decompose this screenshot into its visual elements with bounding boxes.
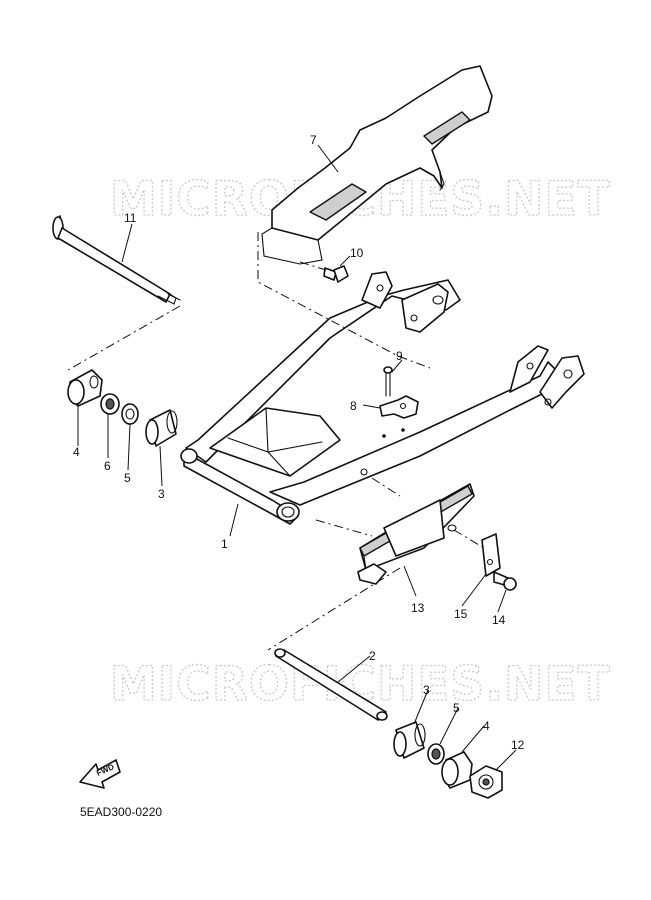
part-collar-3-upper[interactable] — [145, 409, 178, 447]
callout-5-upper: 5 — [124, 471, 131, 485]
callout-8: 8 — [350, 399, 357, 413]
part-plate-15[interactable] — [481, 533, 501, 577]
part-chain-case[interactable] — [261, 65, 493, 265]
part-swing-arm[interactable] — [180, 271, 585, 525]
part-nut-12[interactable] — [469, 765, 503, 799]
part-bracket-8[interactable] — [379, 395, 419, 419]
part-bolt-9[interactable] — [383, 366, 393, 397]
callout-1: 1 — [221, 537, 228, 551]
part-shaft-2[interactable] — [274, 648, 388, 721]
part-seal-5-upper[interactable] — [121, 403, 139, 425]
part-bolt-14[interactable] — [493, 571, 517, 591]
callout-9: 9 — [396, 349, 403, 363]
callout-4-lower: 4 — [483, 719, 490, 733]
part-seal-5-lower[interactable] — [427, 743, 445, 765]
part-collar-3-lower[interactable] — [393, 721, 426, 759]
diagram-code: 5EAD300-0220 — [80, 805, 162, 819]
callout-3-upper: 3 — [158, 487, 165, 501]
callout-5-lower: 5 — [453, 701, 460, 715]
callout-10: 10 — [350, 246, 364, 260]
callout-13: 13 — [411, 601, 425, 615]
part-bearing-housing-4-lower[interactable] — [441, 751, 473, 789]
fwd-arrow-icon: FWD — [79, 759, 121, 789]
callout-6: 6 — [104, 459, 111, 473]
part-chain-guide[interactable] — [357, 483, 475, 585]
callout-12: 12 — [511, 738, 525, 752]
part-pivot-shaft[interactable] — [52, 215, 181, 305]
part-bolt-10[interactable] — [299, 261, 349, 283]
callout-14: 14 — [492, 613, 506, 627]
part-bearing-housing-4-upper[interactable] — [67, 369, 103, 407]
part-washer-6[interactable] — [100, 393, 120, 415]
callout-7: 7 — [310, 133, 317, 147]
leader-lines — [77, 144, 517, 771]
callout-11: 11 — [124, 211, 137, 225]
callout-4-upper: 4 — [73, 445, 80, 459]
callout-2: 2 — [369, 649, 376, 663]
callout-15: 15 — [454, 607, 468, 621]
callout-3-lower: 3 — [423, 683, 430, 697]
